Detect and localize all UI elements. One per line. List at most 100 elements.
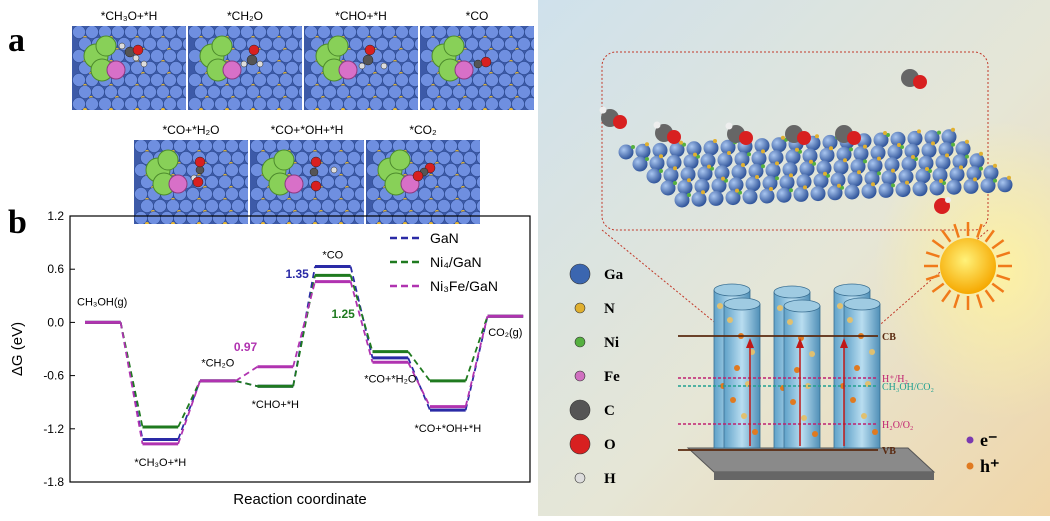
y-tick-label: 0.0 xyxy=(47,315,64,329)
state-label: CO₂(g) xyxy=(488,327,522,339)
legend-label: Ni₄/GaN xyxy=(430,254,482,270)
state-label: *CH₃O+*H xyxy=(134,457,186,469)
band-label: H₂O/O₂ xyxy=(882,420,913,431)
series-1 xyxy=(85,273,524,429)
y-axis-label: ΔG (eV) xyxy=(9,322,26,376)
structure-label: *CHO+*H xyxy=(335,9,387,23)
carrier-label: e⁻ xyxy=(980,430,998,450)
y-tick-label: -1.8 xyxy=(43,475,64,489)
atom-legend-label: H xyxy=(604,471,616,487)
structure-image xyxy=(250,140,364,224)
panel-b-energy-profile: 1.2 0.6 0.0 -0.6 -1.2 -1.8 ΔG (eV) Reaction coo… xyxy=(0,209,540,516)
atom-legend-label: O xyxy=(604,437,616,453)
atom-legend-swatch xyxy=(574,472,586,484)
atom-legend-swatch xyxy=(574,370,586,382)
carrier-swatch xyxy=(966,436,974,444)
atom-legend-swatch xyxy=(569,263,591,285)
connector-line xyxy=(235,380,258,388)
band-label: CB xyxy=(882,332,896,343)
state-label: *CO xyxy=(322,250,343,262)
state-label: *CH₂O xyxy=(201,358,234,370)
nanowire xyxy=(783,299,821,449)
plot-frame xyxy=(69,215,531,483)
connector-line xyxy=(349,275,374,352)
connector-line xyxy=(407,361,431,408)
atom-legend-swatch xyxy=(569,399,591,421)
adsorbed-molecule xyxy=(785,125,811,145)
y-tick-label: -1.2 xyxy=(43,422,64,436)
legend-label: GaN xyxy=(430,230,459,246)
catalyst-surface xyxy=(618,127,1013,208)
structure-label: *CH₃O+*H xyxy=(100,9,158,23)
atom-legend-label: N xyxy=(604,301,615,317)
y-tick-label: -0.6 xyxy=(43,369,64,383)
connector-line xyxy=(464,315,489,382)
state-label: *CO+*H₂O xyxy=(364,373,417,385)
structure-tile: *CHO+*H xyxy=(304,6,418,110)
nanowire xyxy=(723,297,761,449)
atom-legend-label: Fe xyxy=(604,369,620,385)
energy-profile-chart: 1.2 0.6 0.0 -0.6 -1.2 -1.8 ΔG (eV) Reaction coo… xyxy=(9,209,531,508)
atom-legend-swatch xyxy=(569,433,591,455)
barrier-annotation: 1.25 xyxy=(331,307,355,321)
atom-legend-label: C xyxy=(604,403,615,419)
state-label: *CHO+*H xyxy=(252,399,299,411)
adsorbed-molecule xyxy=(725,122,753,145)
barrier-annotation: 1.35 xyxy=(285,267,309,281)
y-tick-label: 1.2 xyxy=(47,210,64,223)
series-2 xyxy=(85,280,524,446)
state-label: *CO+*OH+*H xyxy=(415,423,482,435)
structure-image xyxy=(72,26,186,110)
adsorbed-molecule xyxy=(835,125,861,145)
connector-line xyxy=(119,322,144,445)
adsorbed-molecule xyxy=(599,106,627,129)
structure-image xyxy=(304,26,418,110)
panel-label-a: a xyxy=(8,22,25,59)
x-axis-label: Reaction coordinate xyxy=(233,491,366,508)
nanowire xyxy=(843,297,881,449)
band-label: CH₃OH/CO₂ xyxy=(882,382,934,393)
structure-image xyxy=(366,140,480,224)
connector-line xyxy=(235,365,258,382)
connector-line xyxy=(177,380,201,445)
connector-line xyxy=(119,322,144,428)
structure-tile: *CO+*H₂O xyxy=(134,120,248,224)
connector-line xyxy=(292,281,316,367)
structure-label: *CO₂ xyxy=(409,123,437,137)
substrate xyxy=(686,447,936,473)
atom-legend-swatch xyxy=(574,336,586,348)
structure-image xyxy=(420,26,534,110)
structure-label: *CO xyxy=(465,9,489,23)
connector-line xyxy=(407,351,431,382)
structure-tile: *CO xyxy=(420,6,534,110)
state-label: CH₃OH(g) xyxy=(77,297,127,309)
y-tick-label: 0.6 xyxy=(47,262,64,276)
carrier-swatch xyxy=(966,462,974,470)
structure-label: *CO+*H₂O xyxy=(162,123,220,137)
connector-line xyxy=(349,281,374,363)
connector-line xyxy=(349,266,374,359)
barrier-annotation: 0.97 xyxy=(234,340,258,354)
structure-label: *CO+*OH+*H xyxy=(270,123,344,137)
atom-legend-swatch xyxy=(574,302,586,314)
structure-tile: *CH₃O+*H xyxy=(72,6,186,110)
connector-line xyxy=(292,275,316,387)
structure-image xyxy=(134,140,248,224)
connector-line xyxy=(464,315,489,411)
sun-icon xyxy=(924,222,1012,310)
atom-legend-label: Ga xyxy=(604,267,624,283)
carrier-label: h⁺ xyxy=(980,456,1000,476)
adsorbed-molecule xyxy=(901,69,927,89)
structure-label: *CH₂O xyxy=(227,9,263,23)
band-label: VB xyxy=(882,446,896,457)
atom-legend-label: Ni xyxy=(604,335,619,351)
connector-line xyxy=(177,380,201,428)
legend-label: Ni₃Fe/GaN xyxy=(430,278,498,294)
structure-tile: *CO+*OH+*H xyxy=(250,120,364,224)
structure-tile: *CO₂ xyxy=(366,120,480,224)
panel-label-b: b xyxy=(8,204,27,241)
structure-tile: *CH₂O xyxy=(188,6,302,110)
adsorbed-molecule xyxy=(653,121,681,144)
